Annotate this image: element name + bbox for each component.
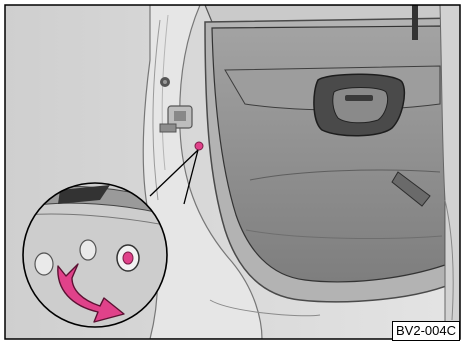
child-lock-marker bbox=[195, 142, 203, 150]
figure-code-label: BV2-004C bbox=[392, 321, 460, 341]
